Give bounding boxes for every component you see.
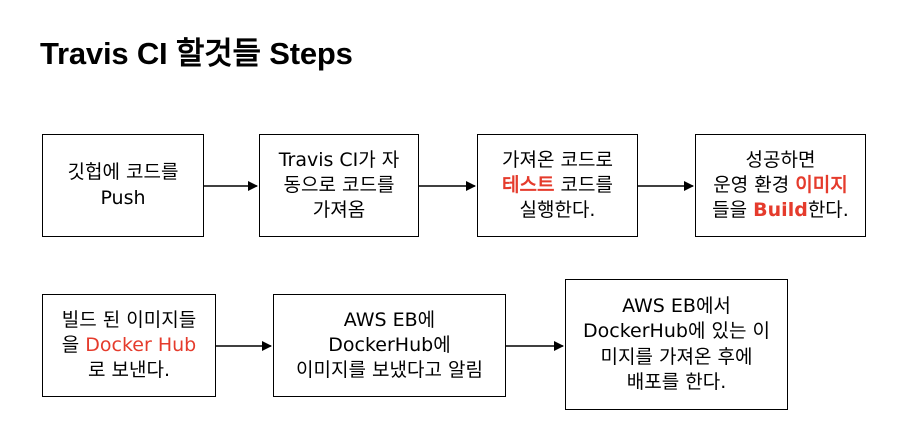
- step-text: 가져온 코드로: [502, 148, 613, 171]
- step-text: 배포를 한다.: [626, 370, 727, 393]
- step-text: DockerHub에: [328, 333, 451, 356]
- step-1-line-2: Push: [68, 186, 179, 211]
- step-4-line-1: 성공하면: [712, 148, 849, 173]
- highlighted-text: Build: [753, 199, 808, 222]
- highlighted-text: 테스트: [502, 173, 555, 196]
- highlighted-text: Docker Hub: [85, 333, 197, 356]
- highlighted-text: 이미지: [795, 173, 848, 196]
- step-text: Travis CI가 자: [278, 148, 400, 171]
- step-text: 운영 환경: [713, 173, 796, 196]
- step-text: 깃헙에 코드를: [67, 161, 179, 184]
- step-text: 이미지를 보냈다고 알림: [296, 359, 483, 382]
- step-5-line-2: 을 Docker Hub: [62, 333, 197, 358]
- step-text: 실행한다.: [519, 199, 596, 222]
- step-7-line-1: AWS EB에서: [583, 294, 770, 319]
- step-text: Push: [100, 186, 146, 209]
- step-3-line-3: 실행한다.: [502, 198, 613, 223]
- step-text: 을: [61, 333, 86, 356]
- step-4-line-2: 운영 환경 이미지: [712, 173, 849, 198]
- step-text: 로 보낸다.: [88, 359, 170, 382]
- step-2-line-2: 동으로 코드를: [279, 173, 400, 198]
- diagram-title: Travis CI 할것들 Steps: [40, 36, 353, 71]
- step-text: 한다.: [807, 199, 849, 222]
- step-3-line-1: 가져온 코드로: [502, 148, 613, 173]
- step-6-line-1: AWS EB에: [296, 308, 483, 333]
- step-text: AWS EB에서: [622, 295, 731, 318]
- step-5-line-3: 로 보낸다.: [62, 358, 197, 383]
- step-text: 미지를 가져온 후에: [600, 345, 753, 368]
- step-7-line-4: 배포를 한다.: [583, 370, 770, 395]
- step-7-line-2: DockerHub에 있는 이: [583, 319, 770, 344]
- step-text: AWS EB에: [343, 308, 436, 331]
- step-text: DockerHub에 있는 이: [583, 320, 770, 343]
- step-4-line-3: 들을 Build한다.: [712, 198, 849, 223]
- step-7-line-3: 미지를 가져온 후에: [583, 345, 770, 370]
- step-3-line-2: 테스트 코드를: [502, 173, 613, 198]
- step-text: 코드를: [554, 173, 613, 196]
- step-1-line-1: 깃헙에 코드를: [68, 160, 179, 185]
- step-2-line-1: Travis CI가 자: [279, 148, 400, 173]
- step-text: 동으로 코드를: [283, 173, 395, 196]
- step-5-line-1: 빌드 된 이미지들: [62, 308, 197, 333]
- step-6-line-2: DockerHub에: [296, 333, 483, 358]
- step-6-line-3: 이미지를 보냈다고 알림: [296, 358, 483, 383]
- step-text: 가져옴: [312, 199, 366, 222]
- step-2-line-3: 가져옴: [279, 198, 400, 223]
- step-text: 빌드 된 이미지들: [61, 308, 197, 331]
- step-text: 들을: [712, 199, 754, 222]
- step-text: 성공하면: [745, 148, 816, 171]
